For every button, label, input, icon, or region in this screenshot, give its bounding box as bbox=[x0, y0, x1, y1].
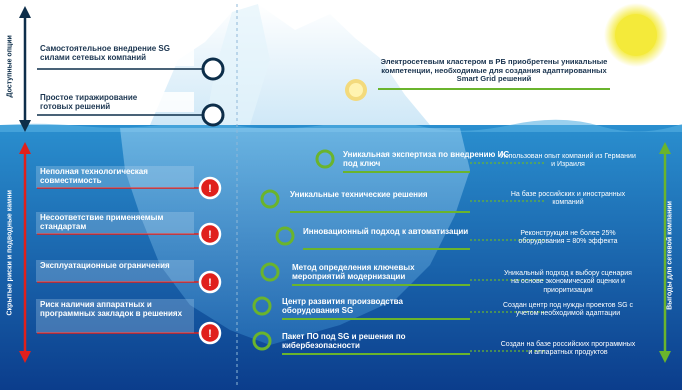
risk-warning-glyph: ! bbox=[208, 328, 212, 340]
competency-title: Инновационный подход к автоматизации bbox=[303, 227, 469, 236]
sun-core bbox=[615, 14, 657, 56]
competency-marker bbox=[252, 331, 272, 351]
risk-label: Несоответствие применяемым стандартам bbox=[40, 213, 164, 231]
available-options-label: Доступные опции bbox=[6, 35, 14, 98]
competency-marker bbox=[315, 149, 335, 169]
competency-note: Создан центр под нужды проектов SG с уче… bbox=[502, 302, 634, 318]
competency-note: Реконструкция не более 25% оборудования … bbox=[518, 230, 618, 246]
center-message: Электросетевым кластером в РБ приобретен… bbox=[380, 57, 608, 83]
risk-tile bbox=[36, 212, 194, 234]
available-options-arrow bbox=[19, 6, 31, 132]
competency-underline bbox=[303, 248, 470, 250]
risk-warning-icon bbox=[198, 270, 222, 294]
competency-title: Метод определения ключевых мероприятий м… bbox=[292, 263, 415, 281]
competency-note: Создан на базе российских программных и … bbox=[500, 341, 636, 357]
competency-title: Центр развития производства оборудования… bbox=[282, 297, 403, 315]
risk-label: Риск наличия аппаратных и программных за… bbox=[40, 300, 183, 318]
risk-tile bbox=[36, 260, 194, 282]
risk-warning-icon bbox=[198, 321, 222, 345]
risk-warning-glyph: ! bbox=[208, 229, 212, 241]
competency-note: Уникальный подход к выбору сценария на о… bbox=[504, 270, 632, 294]
option-label: Самостоятельное внедрение SG силами сете… bbox=[40, 44, 170, 62]
risk-warning-glyph: ! bbox=[208, 183, 212, 195]
competency-marker bbox=[260, 189, 280, 209]
competency-note: Использован опыт компаний из Германии и … bbox=[500, 153, 636, 169]
competency-note: На базе российских и иностранных компани… bbox=[510, 191, 626, 207]
hidden-risks-label: Скрытые риски и подводные камни bbox=[6, 190, 14, 316]
competency-underline bbox=[343, 171, 470, 173]
competency-marker bbox=[252, 296, 272, 316]
competency-underline bbox=[282, 318, 470, 320]
risk-warning-glyph: ! bbox=[208, 277, 212, 289]
center-message-underline bbox=[378, 88, 610, 90]
benefits-arrow bbox=[659, 142, 671, 363]
benefits-label: Выгоды для сетевой компании bbox=[666, 201, 674, 310]
option-tile bbox=[36, 42, 194, 66]
risk-label: Эксплуатационные ограничения bbox=[40, 261, 170, 270]
competency-underline bbox=[290, 211, 470, 213]
competency-marker bbox=[260, 262, 280, 282]
option-marker bbox=[201, 57, 225, 81]
hidden-risks-arrow bbox=[19, 142, 31, 363]
competency-underline bbox=[292, 284, 470, 286]
risk-warning-icon bbox=[198, 222, 222, 246]
competency-underline bbox=[282, 353, 470, 355]
competency-title: Уникальная экспертиза по внедрению ИС по… bbox=[343, 150, 510, 168]
idea-icon bbox=[349, 83, 363, 97]
risk-warning-icon bbox=[198, 176, 222, 200]
risk-label: Неполная технологическая совместимость bbox=[40, 167, 148, 185]
competency-title: Уникальные технические решения bbox=[290, 190, 428, 199]
competency-marker bbox=[275, 226, 295, 246]
option-marker bbox=[201, 103, 225, 127]
option-label: Простое тиражирование готовых решений bbox=[40, 93, 138, 111]
risk-tile bbox=[36, 299, 194, 333]
competency-title: Пакет ПО под SG и решения по кибербезопа… bbox=[282, 332, 406, 350]
risk-tile bbox=[36, 166, 194, 188]
option-tile bbox=[36, 92, 194, 112]
